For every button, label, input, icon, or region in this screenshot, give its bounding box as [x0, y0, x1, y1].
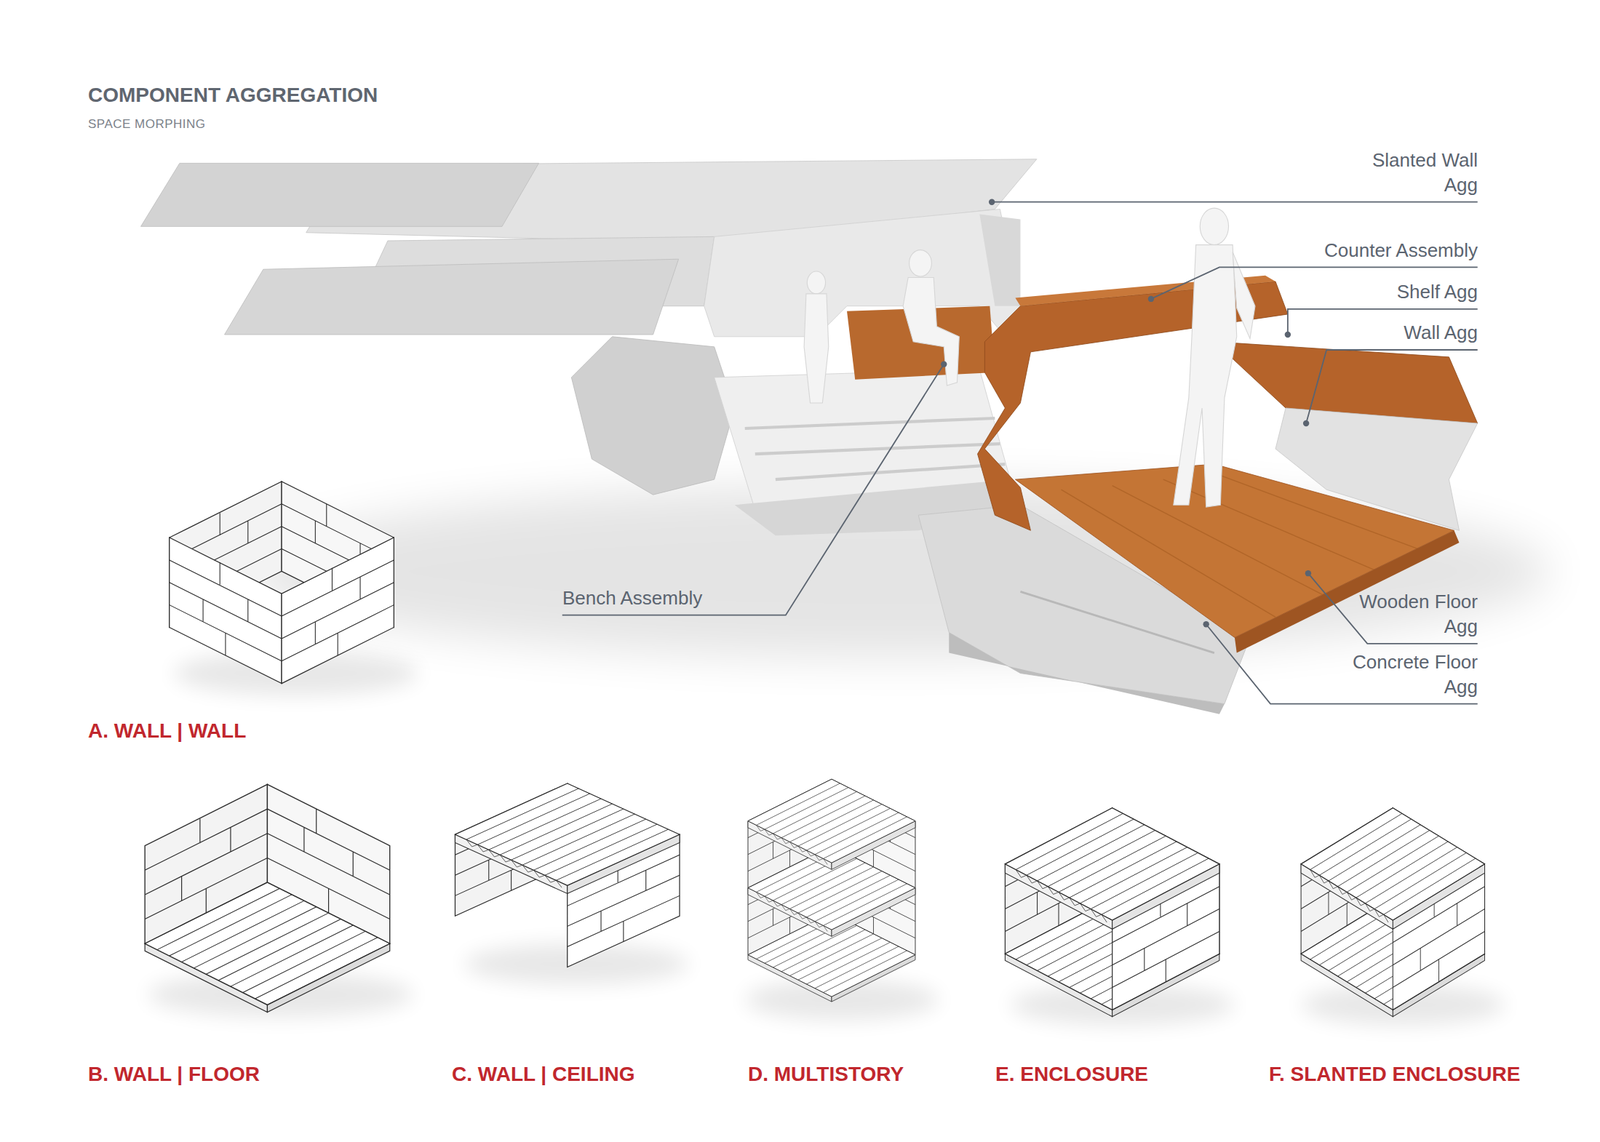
callout-label: Counter Assembly [1324, 238, 1478, 264]
diagram-title: COMPONENT AGGREGATION [88, 83, 378, 107]
callout-label: Slanted Wall Agg [1346, 148, 1478, 198]
callout-label: Wall Agg [1403, 320, 1478, 346]
callout-label: Shelf Agg [1396, 280, 1478, 305]
figure-caption: E. ENCLOSURE [995, 1063, 1149, 1087]
figure-caption: B. WALL | FLOOR [88, 1063, 260, 1087]
subtitle: SPACE MORPHING [88, 117, 206, 132]
figure-caption: D. MULTISTORY [747, 1063, 904, 1087]
figure-caption: C. WALL | CEILING [451, 1063, 636, 1087]
callout-label: Bench Assembly [562, 586, 703, 612]
figure-caption: A. WALL | WALL [88, 719, 246, 743]
callout-label: Concrete Floor Agg [1332, 650, 1478, 700]
callout-label: Wooden Floor Agg [1335, 590, 1478, 640]
figure-caption: F. SLANTED ENCLOSURE [1268, 1063, 1520, 1087]
